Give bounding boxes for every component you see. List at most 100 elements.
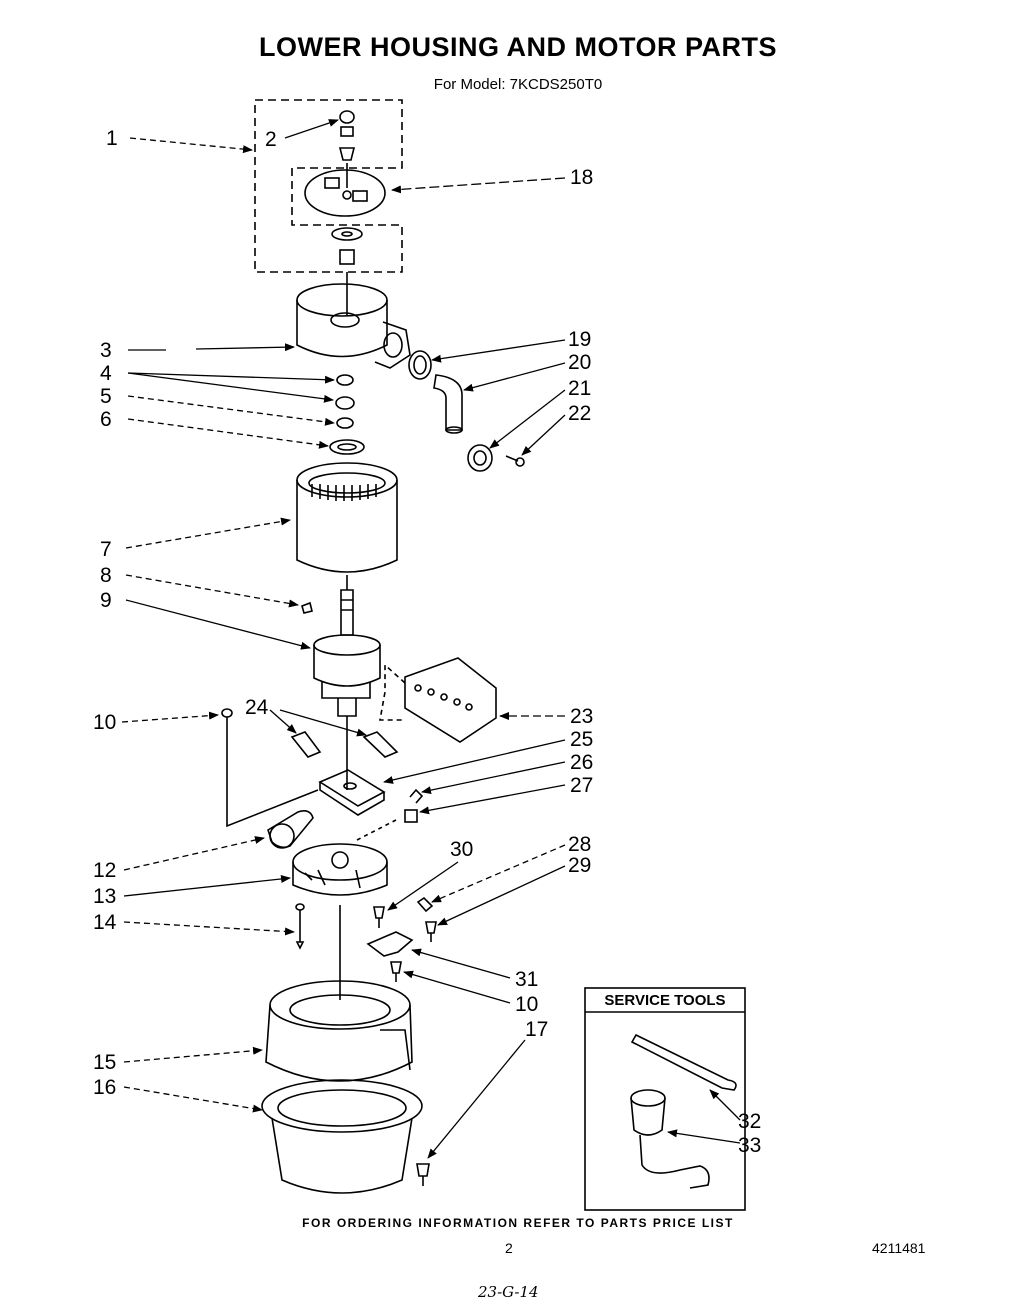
callout-20: 20 xyxy=(568,351,591,374)
leader-9 xyxy=(125,599,311,650)
part-10-screw-lower xyxy=(390,961,402,982)
leader-22 xyxy=(521,414,566,456)
leader-10a xyxy=(121,711,219,723)
leader-18 xyxy=(391,177,566,194)
part-9-rotor xyxy=(313,589,381,790)
callout-18: 18 xyxy=(570,166,593,189)
part-29-screw xyxy=(425,921,437,942)
callout-32: 32 xyxy=(738,1110,761,1133)
leader-15 xyxy=(123,1046,263,1063)
part-31-plate xyxy=(366,931,414,957)
leader-21 xyxy=(489,389,566,449)
part-13-endbell xyxy=(292,819,397,896)
part-27-clip xyxy=(404,788,424,823)
handwritten-note: 23-G-14 xyxy=(478,1283,539,1301)
leader-20 xyxy=(463,362,566,392)
service-tools-box xyxy=(584,987,746,1211)
part-12-capacitor xyxy=(267,810,314,849)
leader-6 xyxy=(127,418,329,449)
assembly-1-washers xyxy=(331,227,363,265)
callout-3: 3 xyxy=(100,339,112,362)
leader-32 xyxy=(709,1089,741,1121)
part-5-bearing xyxy=(335,396,355,429)
part-3-upper-housing xyxy=(296,272,411,369)
callout-2: 2 xyxy=(265,128,277,151)
callout-30: 30 xyxy=(450,838,473,861)
callout-7: 7 xyxy=(100,538,112,561)
callout-22: 22 xyxy=(568,402,591,425)
leader-4b xyxy=(127,372,334,403)
part-2-nut xyxy=(338,110,356,161)
leader-17 xyxy=(427,1039,526,1159)
leader-8 xyxy=(125,574,299,608)
leader-10b xyxy=(403,970,511,1004)
model-subtitle: For Model: 7KCDS250T0 xyxy=(433,76,603,93)
callout-10-lower: 10 xyxy=(515,993,538,1016)
part-4-washer xyxy=(336,374,354,386)
part-10-screw-left xyxy=(221,708,233,760)
leader-31 xyxy=(411,948,511,979)
part-8-key xyxy=(301,601,313,614)
document-number: 4211481 xyxy=(872,1240,926,1256)
callout-16: 16 xyxy=(93,1076,116,1099)
leader-2 xyxy=(284,119,339,139)
leader-14 xyxy=(123,921,295,936)
leader-24a xyxy=(269,709,297,734)
callout-6: 6 xyxy=(100,408,112,431)
part-16-base xyxy=(261,1079,423,1194)
callout-1: 1 xyxy=(106,127,118,150)
service-tools-title: SERVICE TOOLS xyxy=(604,992,725,1009)
assembly-1-dashed-box xyxy=(254,99,403,273)
leader-33 xyxy=(667,1129,741,1144)
callout-33: 33 xyxy=(738,1134,761,1157)
callout-25: 25 xyxy=(570,728,593,751)
part-19-gasket xyxy=(408,350,432,380)
callout-24: 24 xyxy=(245,696,269,719)
leader-19 xyxy=(431,339,566,363)
part-14-bolt xyxy=(295,903,305,950)
part-32-wrench-tool xyxy=(630,1033,737,1091)
leader-7 xyxy=(125,517,291,549)
callout-26: 26 xyxy=(570,751,593,774)
callout-10-upper: 10 xyxy=(93,711,116,734)
callout-29: 29 xyxy=(568,854,591,877)
part-24-brush-left xyxy=(290,731,322,758)
leader-5 xyxy=(127,395,335,426)
leader-4a xyxy=(127,372,335,384)
part-21-flange xyxy=(467,444,493,472)
part-23-terminal-block xyxy=(379,657,497,743)
callout-5: 5 xyxy=(100,385,112,408)
callout-8: 8 xyxy=(100,564,112,587)
page-number: 2 xyxy=(505,1240,513,1256)
part-25-brush-holder xyxy=(318,769,386,816)
leader-12 xyxy=(123,836,265,871)
part-33-socket-tool xyxy=(630,1089,710,1189)
callout-17: 17 xyxy=(525,1018,548,1041)
leader-25 xyxy=(383,739,566,784)
leader-1 xyxy=(129,137,253,154)
callout-13: 13 xyxy=(93,885,116,908)
ordering-note: FOR ORDERING INFORMATION REFER TO PARTS … xyxy=(302,1216,734,1230)
part-24-brush-right xyxy=(362,731,399,758)
assembly-guide-line xyxy=(226,760,319,828)
callout-27: 27 xyxy=(570,774,593,797)
callout-12: 12 xyxy=(93,859,116,882)
part-7-stator xyxy=(296,462,398,590)
part-18-turntable-plate xyxy=(304,163,386,217)
leader-24b xyxy=(279,709,367,737)
leader-29 xyxy=(437,865,566,926)
part-17-screw xyxy=(416,1163,430,1186)
leader-27 xyxy=(419,784,566,815)
callout-21: 21 xyxy=(568,377,591,400)
leader-28 xyxy=(431,844,566,903)
callout-28: 28 xyxy=(568,833,591,856)
leader-13 xyxy=(123,874,291,897)
part-15-housing-shell xyxy=(265,905,413,1082)
callout-23: 23 xyxy=(570,705,593,728)
callout-15: 15 xyxy=(93,1051,116,1074)
part-6-seal-ring xyxy=(329,439,365,455)
leader-26 xyxy=(421,761,566,795)
leader-16 xyxy=(123,1086,263,1113)
